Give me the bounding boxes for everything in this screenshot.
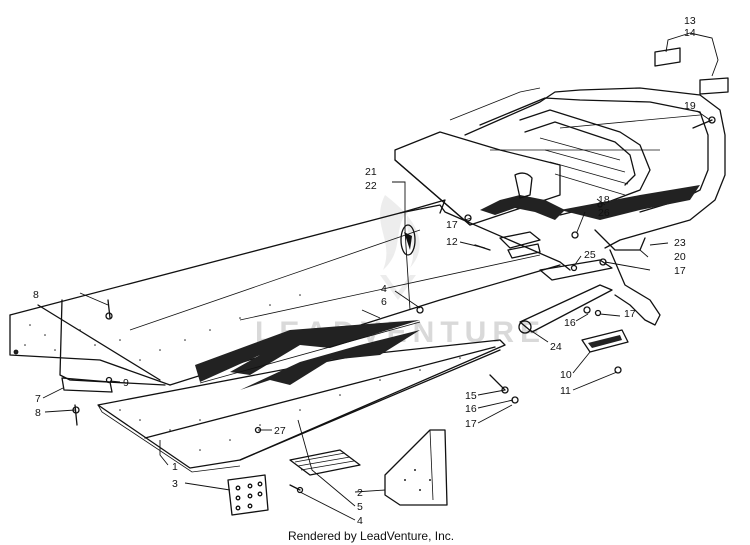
callout-17-right: 17 — [674, 265, 686, 277]
callout-11: 11 — [560, 385, 571, 397]
reflector — [400, 224, 416, 256]
spacer-blocks — [499, 231, 541, 259]
render-credit: Rendered by LeadVenture, Inc. — [288, 529, 454, 543]
mounting-plate — [227, 474, 269, 516]
leader-lines — [42, 32, 719, 521]
bracket-2 — [384, 429, 448, 506]
step-pad — [289, 449, 361, 476]
callout-23: 23 — [674, 237, 686, 249]
callout-7: 7 — [35, 393, 41, 405]
callout-20: 20 — [674, 251, 686, 263]
callout-labels: 13 14 19 21 22 18 26 17 12 25 23 20 17 8… — [33, 15, 696, 527]
callout-1: 1 — [172, 461, 178, 473]
support-tube — [518, 259, 613, 334]
callout-16-lower: 16 — [465, 403, 477, 415]
callout-8-lower: 8 — [35, 407, 41, 419]
callout-27: 27 — [274, 425, 286, 437]
callout-6: 6 — [381, 296, 387, 308]
tail-reflector — [581, 329, 629, 353]
floor-panel — [9, 199, 571, 473]
decal-plates — [654, 47, 729, 95]
watermark-logo — [380, 195, 420, 300]
callout-4-upper: 4 — [381, 283, 387, 295]
callout-5: 5 — [357, 501, 363, 513]
rivet-pattern — [13, 294, 461, 451]
callout-21: 21 — [365, 166, 377, 178]
callout-10: 10 — [560, 369, 572, 381]
callout-8-upper: 8 — [33, 289, 39, 301]
callout-17-mid: 17 — [624, 308, 636, 320]
seat-pan — [394, 131, 565, 226]
callout-25: 25 — [584, 249, 596, 261]
callout-24: 24 — [550, 341, 562, 353]
callout-26: 26 — [598, 207, 610, 219]
callout-15: 15 — [465, 390, 477, 402]
callout-12: 12 — [446, 236, 458, 248]
callout-22: 22 — [365, 180, 377, 192]
callout-13: 13 — [684, 15, 696, 27]
callout-17-lower: 17 — [465, 418, 477, 430]
callout-18: 18 — [598, 194, 610, 206]
bolt-19 — [692, 116, 716, 129]
callout-2: 2 — [357, 487, 363, 499]
rear-rack — [449, 87, 726, 326]
callout-9: 9 — [123, 377, 129, 389]
callout-16-upper: 16 — [564, 317, 576, 329]
callout-4-lower: 4 — [357, 515, 363, 527]
callout-17-upper: 17 — [446, 219, 458, 231]
callout-3: 3 — [172, 478, 178, 490]
callout-19: 19 — [684, 100, 696, 112]
callout-14: 14 — [684, 27, 696, 39]
